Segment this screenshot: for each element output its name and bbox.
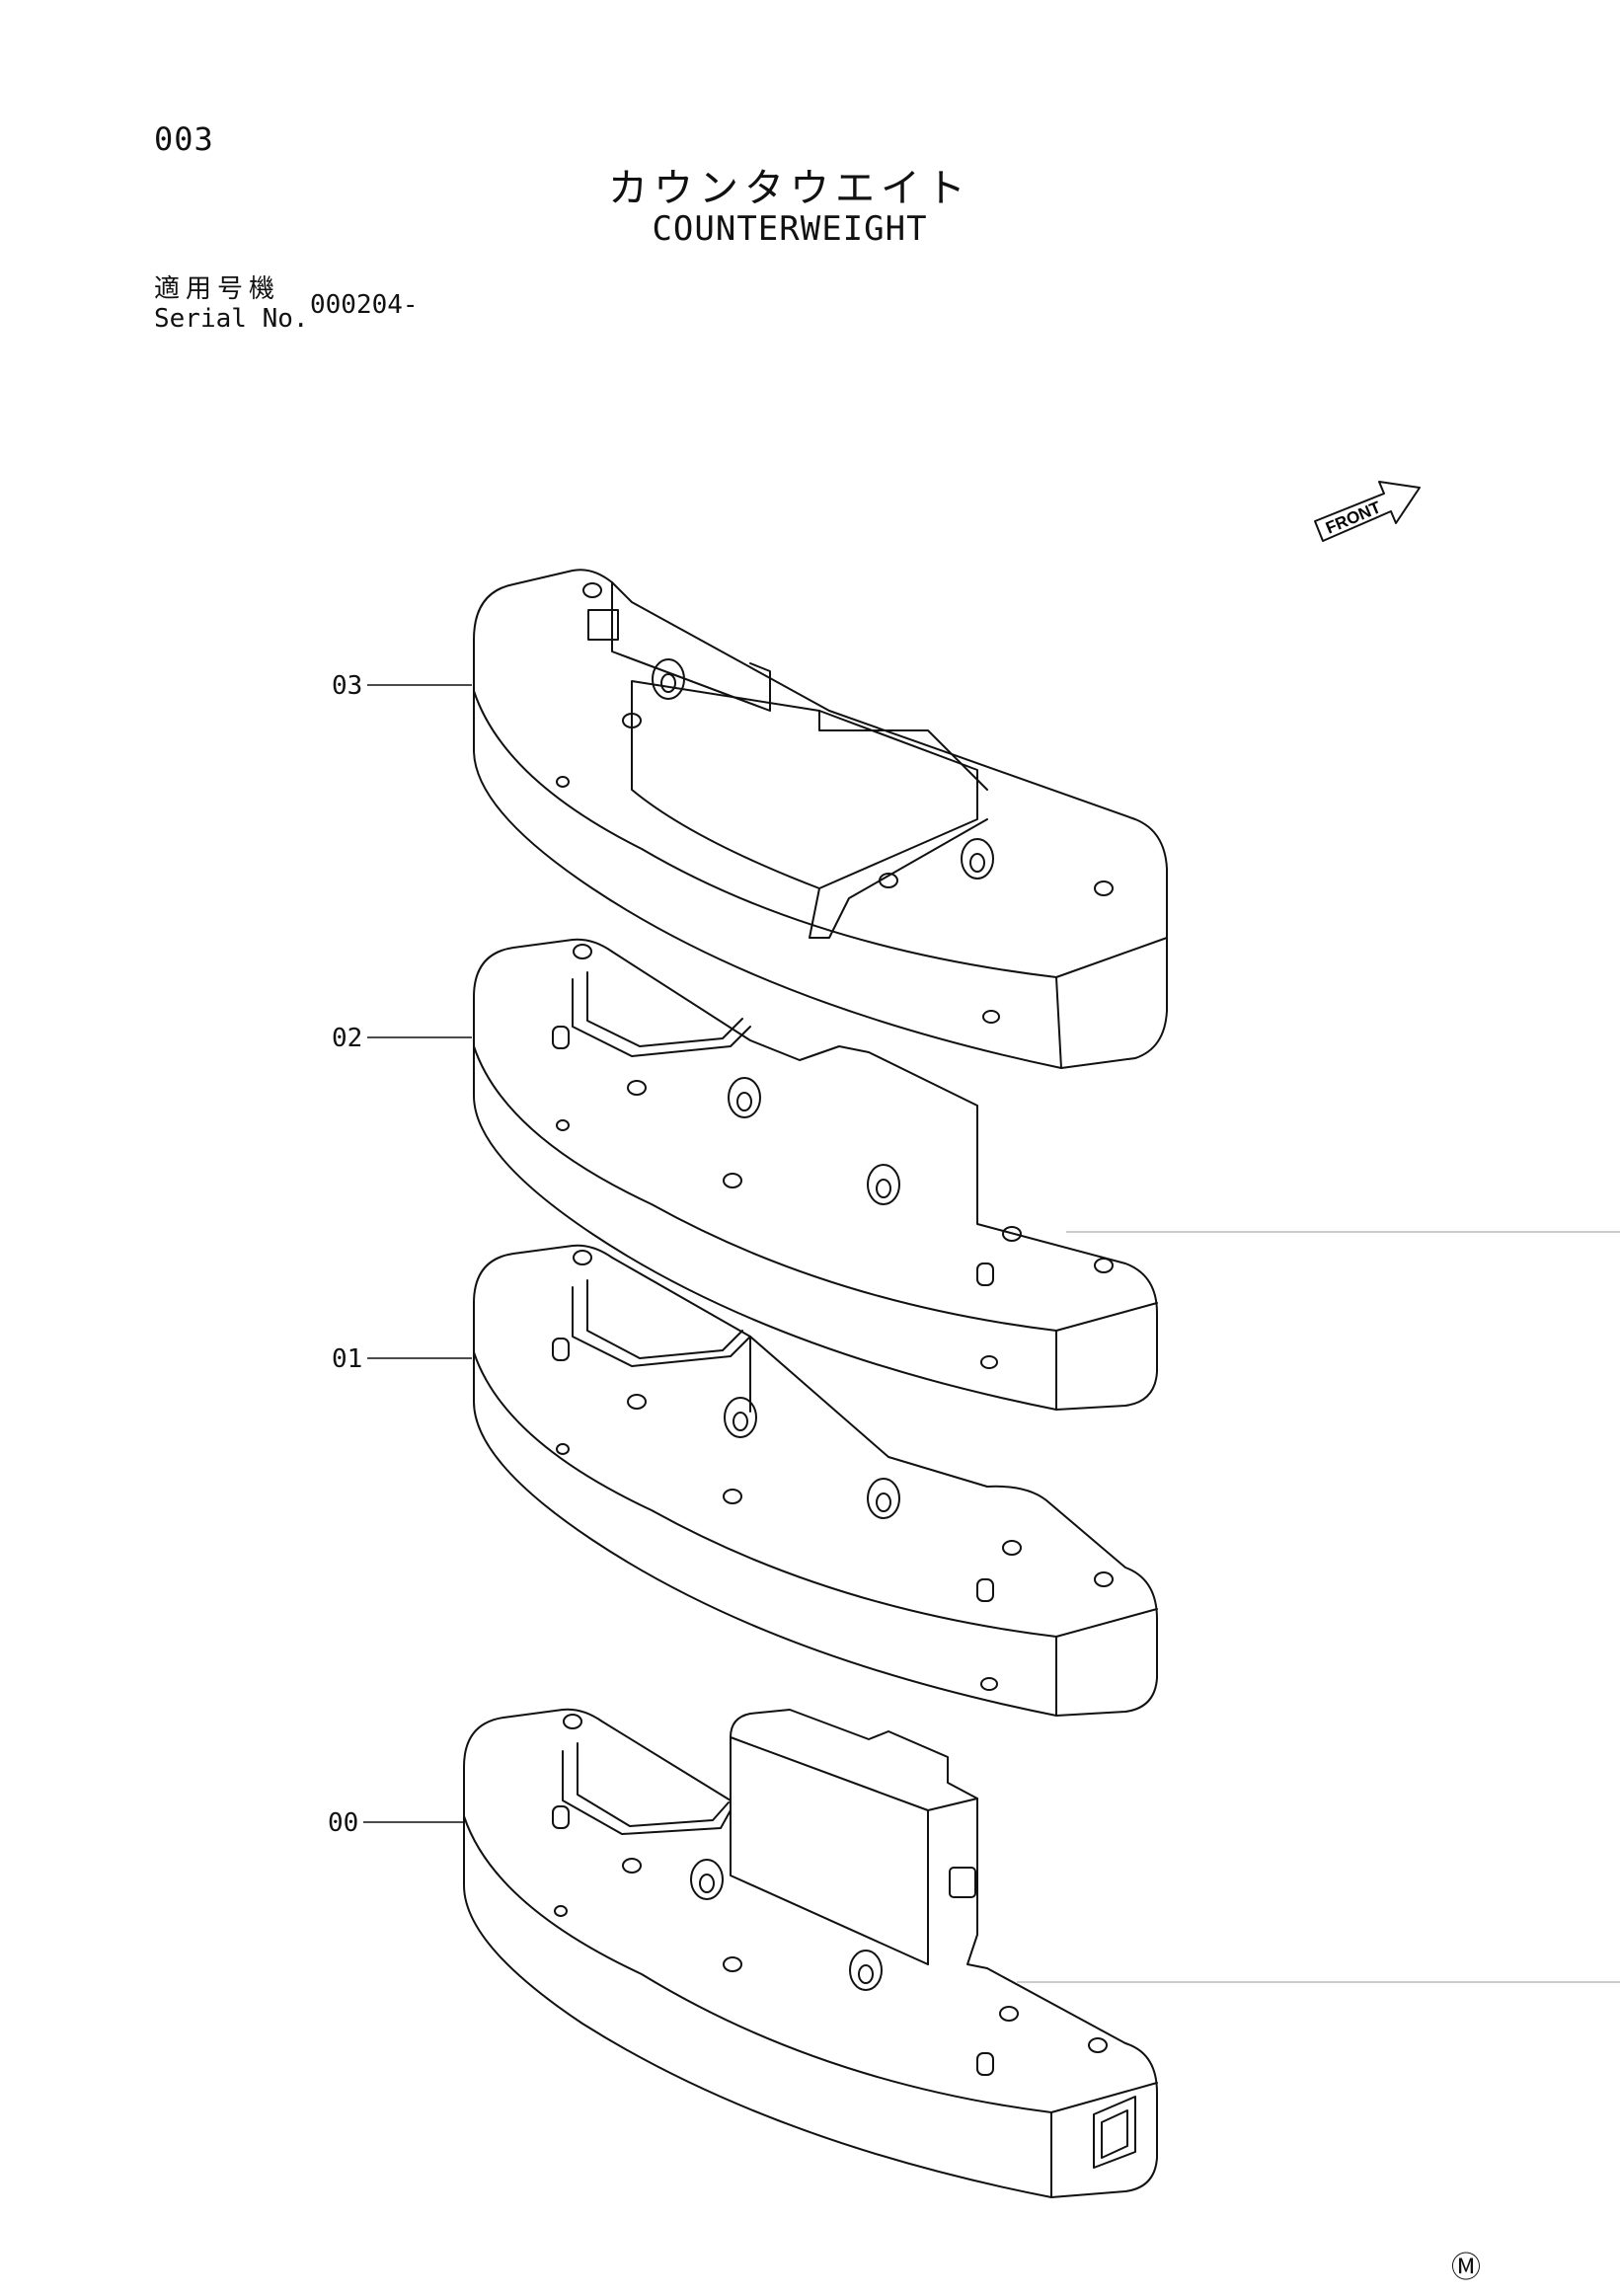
counterweight-part-02 (473, 938, 1158, 1411)
maker-mark-icon: Ⓜ (1451, 2251, 1481, 2285)
front-arrow-icon: FRONT (1314, 481, 1421, 542)
counterweight-part-00 (463, 1708, 1158, 2198)
front-arrow-label: FRONT (1323, 497, 1384, 538)
page-number: 003 (154, 120, 214, 158)
counterweight-part-03 (473, 569, 1168, 1069)
page-title-japanese: カウンタウエイト (608, 166, 971, 211)
callout-01: 01 (332, 1344, 363, 1374)
serial-number-value: 000204- (310, 290, 419, 320)
callout-00: 00 (328, 1808, 359, 1838)
callout-02: 02 (332, 1024, 363, 1053)
callout-03: 03 (332, 671, 363, 701)
page-title-english: COUNTERWEIGHT (652, 209, 928, 249)
serial-label-japanese: 適用号機 (154, 274, 281, 304)
serial-label-english: Serial No. (154, 304, 309, 334)
counterweight-part-01 (473, 1244, 1158, 1717)
